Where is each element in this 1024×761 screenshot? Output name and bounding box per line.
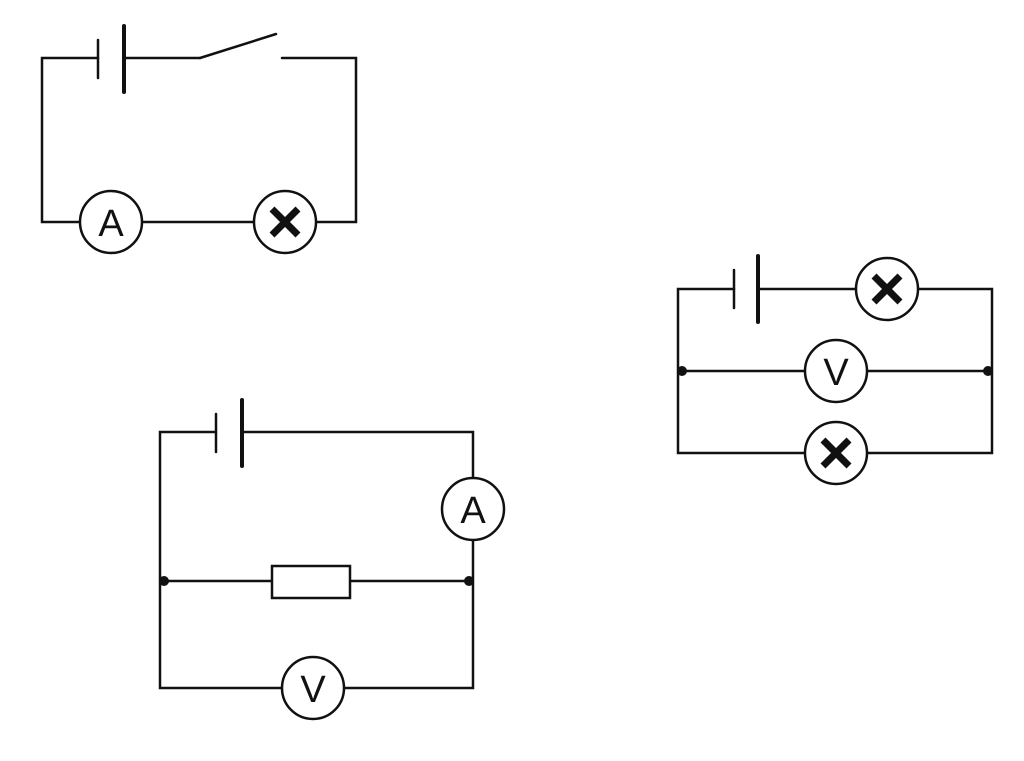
circuit-3-voltmeter: V — [280, 655, 346, 721]
circuit-3-voltmeter-label: V — [300, 669, 326, 711]
circuit-1-cell — [96, 24, 126, 94]
circuit-2-lamp-bottom — [803, 420, 869, 486]
circuit-3: A V — [158, 398, 506, 721]
circuit-1: A — [40, 24, 358, 255]
circuit-3-ammeter-label: A — [460, 490, 486, 532]
circuit-3-resistor — [270, 564, 352, 600]
circuit-3-ammeter: A — [440, 476, 506, 542]
circuit-1-ammeter-label: A — [98, 203, 124, 245]
circuit-1-ammeter: A — [78, 189, 144, 255]
circuit-3-wires — [158, 430, 475, 690]
circuit-2-voltmeter-label: V — [823, 352, 849, 394]
circuit-2-voltmeter: V — [803, 338, 869, 404]
circuit-3-cell — [214, 398, 244, 468]
circuit-1-wires — [40, 56, 358, 224]
circuit-2-lamp-top — [854, 256, 920, 322]
circuit-3-junction-right — [464, 576, 474, 586]
circuit-1-switch — [198, 32, 278, 60]
circuit-2-cell — [732, 254, 760, 324]
circuit-1-lamp — [252, 189, 318, 255]
circuit-2-junction-left — [677, 366, 687, 376]
circuit-3-junction-left — [159, 576, 169, 586]
circuit-2-junction-right — [983, 366, 993, 376]
circuit-2: V — [676, 254, 994, 486]
